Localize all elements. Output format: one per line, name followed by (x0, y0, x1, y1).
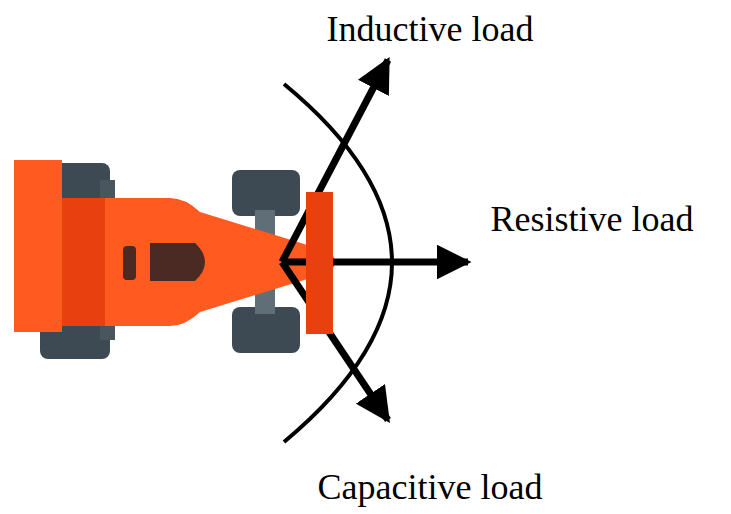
phase-arc (284, 84, 392, 442)
arrow (282, 60, 388, 262)
front-wing (306, 192, 333, 334)
wheel (232, 170, 300, 216)
load-label: Capacitive load (318, 468, 543, 508)
load-label: Inductive load (327, 10, 534, 50)
cockpit (150, 243, 205, 281)
rear-wing (14, 160, 62, 332)
cockpit-detail (123, 246, 136, 280)
car-body-side (62, 198, 105, 326)
load-label: Resistive load (491, 200, 694, 240)
